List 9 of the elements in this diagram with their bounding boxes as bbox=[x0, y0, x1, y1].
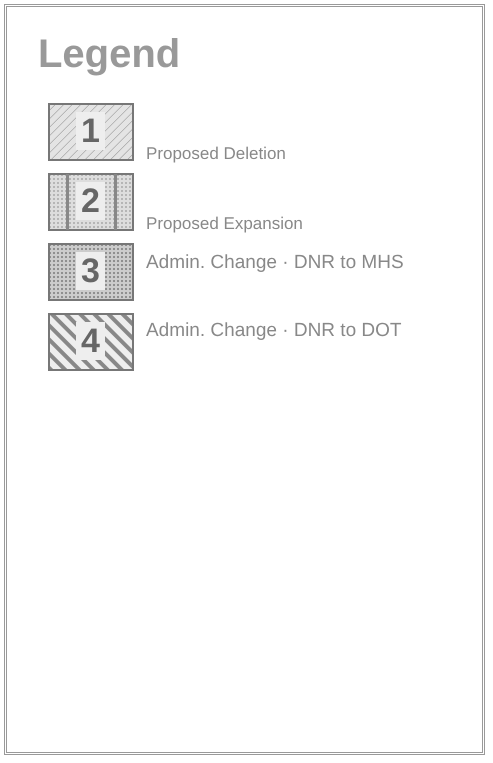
legend-text: Admin. Change · DNR to DOT bbox=[146, 320, 402, 342]
swatch-number: 4 bbox=[76, 322, 105, 360]
legend-text: Proposed Expansion bbox=[146, 214, 303, 234]
legend-title: Legend bbox=[38, 32, 180, 77]
swatch-number: 2 bbox=[76, 182, 105, 220]
swatch-number: 3 bbox=[76, 252, 105, 290]
legend-text: Admin. Change · DNR to MHS bbox=[146, 252, 404, 274]
swatch-number: 1 bbox=[76, 112, 105, 150]
legend-text: Proposed Deletion bbox=[146, 144, 286, 164]
